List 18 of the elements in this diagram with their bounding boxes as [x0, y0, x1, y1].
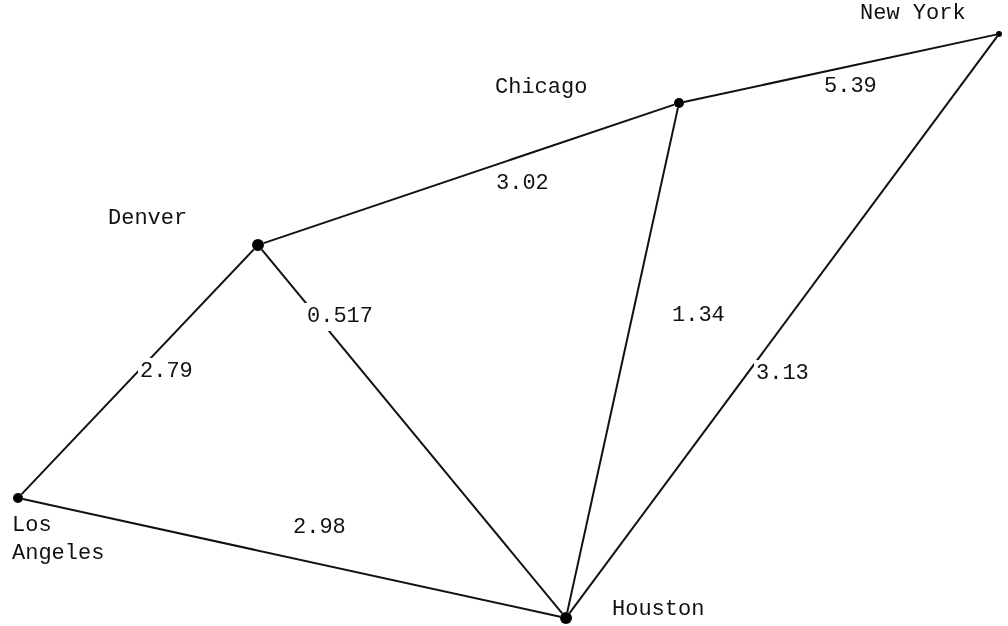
city-label: Los Angeles	[11, 512, 106, 568]
route-line	[566, 106, 679, 614]
city-dot	[560, 612, 572, 624]
city-dot	[252, 239, 264, 251]
city-label: Houston	[611, 596, 706, 624]
city-dot	[996, 31, 1002, 37]
route-line	[21, 498, 562, 618]
city-label: New York	[859, 0, 967, 28]
edge-label: 0.517	[305, 303, 375, 331]
route-line	[682, 33, 998, 103]
route-line	[262, 103, 676, 245]
city-dot	[13, 493, 23, 503]
route-line	[20, 248, 255, 496]
route-line	[260, 248, 564, 615]
route-line	[568, 35, 999, 615]
city-label: Denver	[107, 205, 189, 233]
city-label: Chicago	[494, 74, 589, 102]
city-dot	[674, 98, 684, 108]
